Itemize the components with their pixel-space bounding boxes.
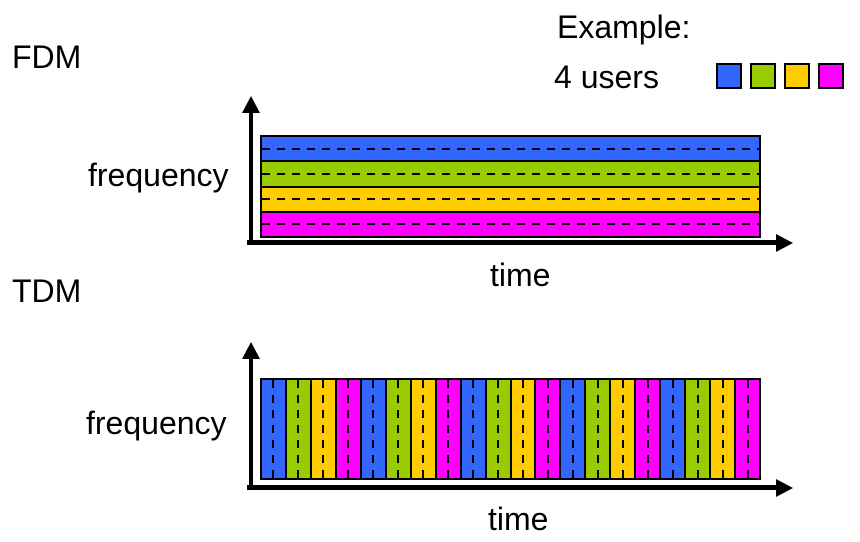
tdm-slot-center-dash	[447, 380, 450, 478]
tdm-slot-12	[536, 380, 562, 478]
tdm-slot-10	[486, 380, 512, 478]
tdm-slot-center-dash	[571, 380, 574, 478]
fdm-y-axis-line	[249, 110, 253, 245]
tdm-slot-16	[636, 380, 662, 478]
tdm-x-axis-label: time	[488, 501, 549, 537]
tdm-x-axis-line	[247, 485, 777, 490]
tdm-slot-7	[411, 380, 437, 478]
tdm-slot-center-dash	[272, 380, 275, 478]
tdm-slot-5	[361, 380, 387, 478]
tdm-slot-center-dash	[696, 380, 699, 478]
fdm-band-center-dash	[262, 223, 759, 226]
tdm-slot-1	[262, 380, 287, 478]
tdm-slot-8	[436, 380, 462, 478]
tdm-slot-19	[711, 380, 737, 478]
tdm-slot-15	[611, 380, 637, 478]
tdm-y-axis-line	[249, 356, 253, 490]
tdm-slot-9	[461, 380, 487, 478]
legend-title: Example:	[557, 9, 691, 45]
tdm-slot-center-dash	[422, 380, 425, 478]
tdm-chart	[260, 378, 761, 480]
fdm-band-center-dash	[262, 172, 759, 175]
fdm-x-axis-line	[247, 240, 777, 245]
tdm-slot-center-dash	[472, 380, 475, 478]
legend-swatch-user-3	[784, 63, 810, 89]
fdm-x-axis-label: time	[490, 257, 551, 293]
tdm-slot-center-dash	[596, 380, 599, 478]
legend-swatch-user-1	[716, 63, 742, 89]
tdm-slot-20	[736, 380, 760, 478]
tdm-slot-2	[286, 380, 312, 478]
tdm-slot-17	[661, 380, 687, 478]
fdm-section-title: FDM	[12, 39, 82, 75]
fdm-x-axis-arrow-icon	[776, 234, 793, 252]
tdm-slot-center-dash	[721, 380, 724, 478]
tdm-slot-center-dash	[546, 380, 549, 478]
tdm-slot-4	[336, 380, 362, 478]
legend-swatch-user-2	[750, 63, 776, 89]
tdm-slot-18	[686, 380, 712, 478]
tdm-slot-center-dash	[746, 380, 749, 478]
tdm-x-axis-arrow-icon	[776, 479, 793, 497]
tdm-slot-center-dash	[497, 380, 500, 478]
tdm-section-title: TDM	[12, 273, 82, 309]
tdm-slot-center-dash	[522, 380, 524, 478]
tdm-slot-center-dash	[646, 380, 649, 478]
tdm-slot-11	[511, 380, 537, 478]
tdm-slot-center-dash	[397, 380, 400, 478]
fdm-band-user-1	[262, 137, 759, 163]
fdm-band-center-dash	[262, 198, 759, 201]
fdm-band-user-4	[262, 212, 759, 236]
fdm-chart	[260, 135, 761, 238]
fdm-y-axis-label: frequency	[88, 157, 229, 193]
tdm-slot-3	[311, 380, 337, 478]
tdm-slot-6	[386, 380, 412, 478]
tdm-slot-center-dash	[322, 380, 325, 478]
tdm-slot-center-dash	[347, 380, 350, 478]
tdm-slot-center-dash	[372, 380, 375, 478]
tdm-slot-14	[586, 380, 612, 478]
legend-swatch-user-4	[818, 63, 844, 89]
tdm-slot-center-dash	[671, 380, 674, 478]
tdm-slot-13	[561, 380, 587, 478]
legend-swatches	[716, 63, 844, 89]
legend-subtitle: 4 users	[554, 59, 659, 95]
fdm-band-user-2	[262, 162, 759, 188]
tdm-slot-center-dash	[621, 380, 624, 478]
tdm-y-axis-arrow-icon	[242, 342, 260, 359]
fdm-y-axis-arrow-icon	[242, 96, 260, 113]
fdm-band-user-3	[262, 187, 759, 213]
tdm-slot-center-dash	[297, 380, 300, 478]
tdm-y-axis-label: frequency	[86, 405, 227, 441]
fdm-band-center-dash	[262, 147, 759, 150]
